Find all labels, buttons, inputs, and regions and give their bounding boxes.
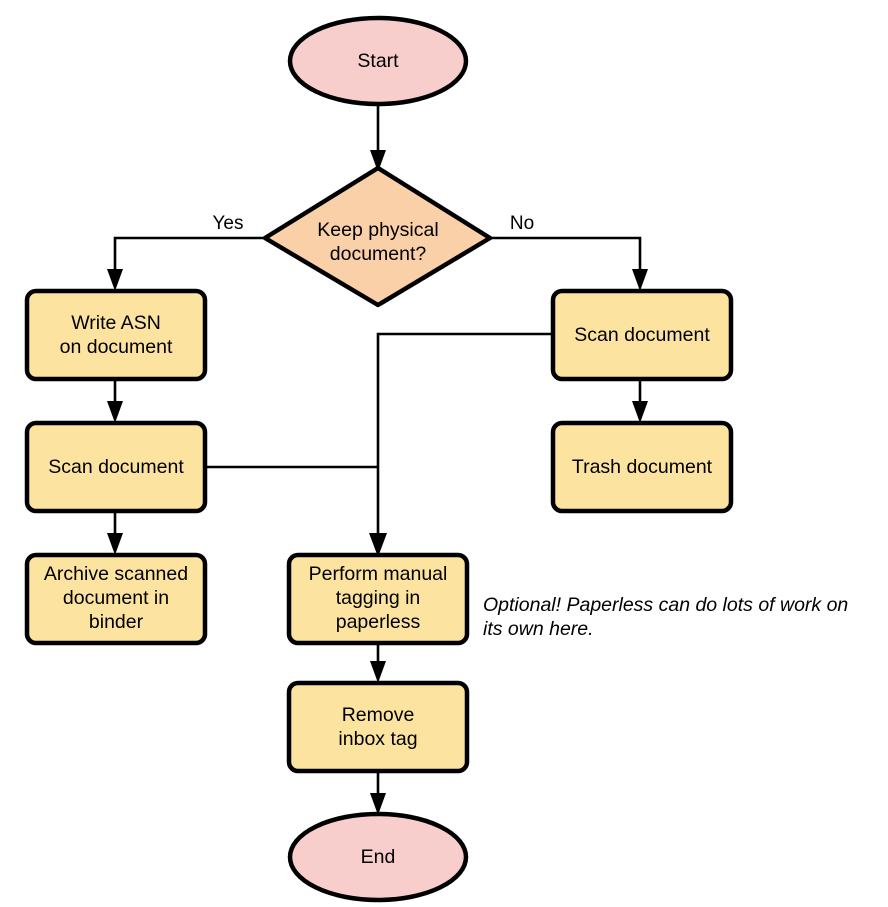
decision-diamond xyxy=(262,165,493,308)
write-asn-label-line1: Write ASN xyxy=(71,312,161,334)
node-archive-scanned-document[interactable]: Archive scanned document in binder xyxy=(24,552,208,646)
edge-scan-right-to-manual-tagging xyxy=(369,332,553,557)
decision-label-line1: Keep physical xyxy=(317,219,438,241)
node-start[interactable]: Start xyxy=(287,15,469,107)
arrowhead-remove-inbox-to-end xyxy=(370,793,386,815)
node-scan-document-left[interactable]: Scan document xyxy=(24,420,208,514)
scan-right-label: Scan document xyxy=(574,324,710,346)
scan-left-label: Scan document xyxy=(48,456,184,478)
manual-tagging-label-line3: paperless xyxy=(336,611,421,633)
edge-scan-right-to-trash xyxy=(632,379,648,423)
edge-label-no: No xyxy=(510,213,534,234)
write-asn-label-line2: on document xyxy=(60,336,173,358)
remove-inbox-rect xyxy=(286,680,470,774)
remove-inbox-label-line2: inbox tag xyxy=(338,728,417,750)
arrowhead-scan-right-to-manual-tagging xyxy=(369,533,387,557)
edge-scan-left-to-archive xyxy=(107,511,123,555)
decision-label-line2: document? xyxy=(330,243,427,265)
manual-tagging-rect xyxy=(286,552,470,646)
start-ellipse xyxy=(287,15,469,107)
trash-label: Trash document xyxy=(572,456,713,478)
archive-rect xyxy=(24,552,208,646)
scan-right-rect xyxy=(550,288,734,382)
end-label: End xyxy=(361,846,396,868)
node-scan-document-right[interactable]: Scan document xyxy=(550,288,734,382)
node-perform-manual-tagging[interactable]: Perform manual tagging in paperless xyxy=(286,552,470,646)
edge-decision-yes-to-write-asn xyxy=(107,236,265,291)
edge-label-yes: Yes xyxy=(213,213,244,234)
edge-manual-tagging-to-remove-inbox xyxy=(370,643,386,683)
scan-left-rect xyxy=(24,420,208,514)
arrowhead-write-asn-to-scan-left xyxy=(107,401,123,423)
edge-decision-no-to-scan-right xyxy=(490,236,648,291)
arrowhead-no-to-scan-right xyxy=(632,269,648,291)
arrowhead-manual-tagging-to-remove-inbox xyxy=(370,661,386,683)
arrowhead-scan-left-to-archive xyxy=(107,533,123,555)
node-end[interactable]: End xyxy=(287,811,469,903)
annotation-optional-paperless: Optional! Paperless can do lots of work … xyxy=(483,594,848,640)
arrowhead-scan-right-to-trash xyxy=(632,401,648,423)
remove-inbox-label-line1: Remove xyxy=(342,704,415,726)
node-write-asn[interactable]: Write ASN on document xyxy=(24,288,208,382)
write-asn-rect xyxy=(24,288,208,382)
end-ellipse xyxy=(287,811,469,903)
annotation-line2: its own here. xyxy=(483,618,594,640)
node-remove-inbox-tag[interactable]: Remove inbox tag xyxy=(286,680,470,774)
archive-label-line2: document in xyxy=(63,587,169,609)
archive-label-line3: binder xyxy=(89,611,144,633)
node-trash-document[interactable]: Trash document xyxy=(550,420,734,514)
manual-tagging-label-line2: tagging in xyxy=(336,587,421,609)
edge-remove-inbox-to-end xyxy=(370,771,386,815)
start-label: Start xyxy=(357,50,399,72)
edge-start-to-decision xyxy=(370,104,386,172)
manual-tagging-label-line1: Perform manual xyxy=(309,563,448,585)
arrowhead-start-to-decision xyxy=(370,150,386,172)
trash-rect xyxy=(550,420,734,514)
archive-label-line1: Archive scanned xyxy=(44,563,188,585)
edge-write-asn-to-scan-left xyxy=(107,379,123,423)
annotation-line1: Optional! Paperless can do lots of work … xyxy=(483,594,848,616)
node-decision-keep-physical-document[interactable]: Keep physical document? xyxy=(262,165,493,308)
arrowhead-yes-to-write-asn xyxy=(107,269,123,291)
